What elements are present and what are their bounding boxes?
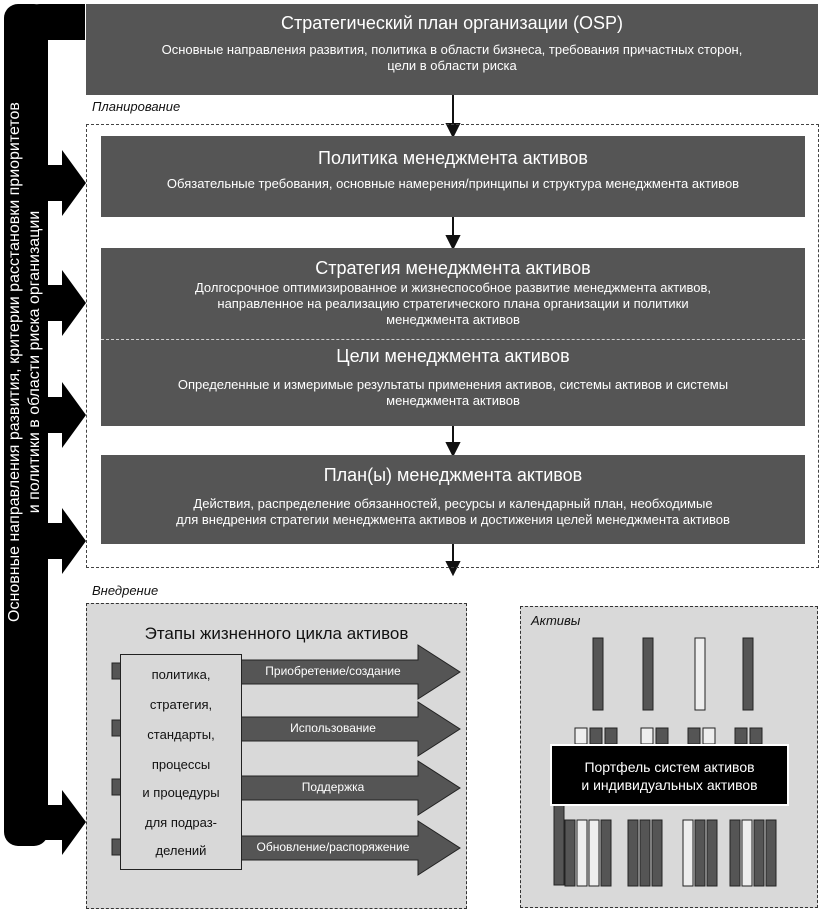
asset-bar [741,819,753,887]
stage-label-operation: Использование [290,721,376,735]
strategy-title: Стратегия менеджмента активов [315,258,591,278]
policy-box: Политика менеджмента активов Обязательны… [101,136,805,217]
stage-label-maintenance: Поддержка [301,780,365,794]
system-bar [694,637,706,711]
arrow-to-policy [44,150,86,216]
sub-asset [734,727,748,745]
policies-line3: стандарты, [147,727,215,742]
plans-desc-line1: Действия, распределение обязанностей, ре… [193,496,713,511]
sub-asset [640,727,654,745]
asset-bar [706,819,718,887]
policies-line2: стратегия, [149,697,213,712]
arrow-maintenance [239,760,461,816]
policies-box: политика, стратегия, стандарты, процессы… [120,654,242,870]
strategy-objectives-box: Стратегия менеджмента активов Долгосрочн… [101,248,805,426]
stage-label-renewal: Обновление/распоряжение [256,840,410,854]
planning-label: Планирование [92,99,181,114]
osp-desc-line1: Основные направления развития, политика … [161,42,743,57]
sub-asset [589,727,603,745]
objectives-desc-line2: менеджмента активов [386,393,520,408]
asset-portfolio-box: Портфель систем активов и индивидуальных… [550,744,789,806]
priority-arrows [44,150,86,855]
arrow-to-lifecycle [44,790,86,855]
asset-bar [729,819,741,887]
implementation-label: Внедрение [92,583,159,598]
osp-desc-line2: цели в области риска [387,58,517,73]
asset-bar [651,819,663,887]
objectives-desc: Определенные и измеримые результаты прим… [101,377,805,409]
osp-title: Стратегический план организации (OSP) [281,13,623,33]
sub-asset [702,727,716,745]
policies-line7: делений [155,843,207,858]
planning-frame [86,124,819,568]
portfolio-line1: Портфель систем активов [584,759,755,775]
arrow-renewal [239,820,461,876]
policy-desc: Обязательные требования, основные намере… [166,176,740,191]
asset-bar [639,819,651,887]
objectives-desc-line1: Определенные и измеримые результаты прим… [177,377,729,392]
sub-asset [574,727,588,745]
asset-bar [600,819,612,887]
sub-asset [604,727,618,745]
strategy-desc-line2: направленное на реализацию стратегическо… [217,296,689,311]
strategy-desc: Долгосрочное оптимизированное и жизнеспо… [101,280,805,328]
asset-bar [765,819,777,887]
lifecycle-title: Этапы жизненного цикла активов [144,624,409,643]
sub-asset [655,727,669,745]
system-bar [592,637,604,711]
asset-bar [694,819,706,887]
policies-line6: для подраз- [145,815,217,830]
strategy-desc-line1: Долгосрочное оптимизированное и жизнеспо… [194,280,712,295]
arrow-to-plans [44,508,86,574]
policies-line5: и процедуры [142,785,220,800]
strategy-objectives-divider [101,339,805,340]
strategy-desc-line3: менеджмента активов [386,312,520,327]
arrow-to-strategy [44,270,86,336]
asset-bar [682,819,694,887]
asset-bar [564,819,576,887]
plans-desc-line2: для внедрения стратегии менеджмента акти… [176,512,730,527]
arrow-operation [239,701,461,757]
sub-asset [749,727,763,745]
assets-label: Активы [531,613,581,628]
asset-bar [627,819,639,887]
stage-label-acquisition: Приобретение/создание [265,664,401,678]
plans-title: План(ы) менеджмента активов [323,465,583,485]
arrow-acquisition [239,644,461,700]
osp-desc: Основные направления развития, политика … [86,42,818,74]
policies-line1: политика, [151,667,211,682]
arrow-to-objectives [44,382,86,448]
plans-desc: Действия, распределение обязанностей, ре… [101,496,805,528]
system-bar [742,637,754,711]
osp-box: Стратегический план организации (OSP) Ос… [86,4,818,95]
policies-line4: процессы [151,757,211,772]
sub-asset [687,727,701,745]
system-bar [642,637,654,711]
portfolio-line2: и индивидуальных активов [581,777,758,793]
policy-title: Политика менеджмента активов [318,148,588,168]
asset-bar [588,819,600,887]
asset-bar [753,819,765,887]
objectives-title: Цели менеджмента активов [336,346,570,366]
asset-bar [576,819,588,887]
plans-box: План(ы) менеджмента активов Действия, ра… [101,455,805,544]
